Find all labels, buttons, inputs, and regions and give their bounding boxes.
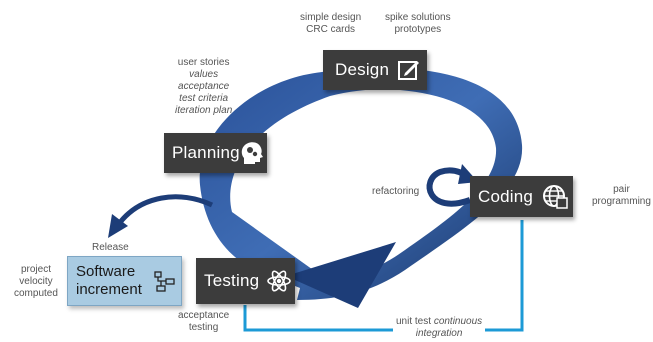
- note-user-stories: user stories: [177, 57, 230, 68]
- velocity-notes: project velocity computed: [14, 264, 58, 300]
- atom-icon: [266, 268, 292, 299]
- note-acceptance-testing-2: testing: [188, 322, 219, 333]
- head-gears-icon: [240, 140, 264, 171]
- unit-test-notes: unit test continuous integration: [393, 316, 486, 340]
- integration-line: [243, 220, 524, 332]
- note-pair: pair: [613, 184, 630, 195]
- testing-label: Testing: [204, 271, 260, 290]
- increment-line-1: Software: [76, 263, 136, 280]
- planning-notes: user stories values acceptance test crit…: [175, 57, 232, 117]
- note-iteration-plan: iteration plan: [175, 105, 233, 116]
- note-integration: integration: [415, 328, 463, 339]
- planning-label: Planning: [172, 143, 240, 162]
- release-arrowhead: [108, 214, 128, 238]
- note-computed: computed: [14, 288, 58, 299]
- design-box: Design: [323, 50, 427, 90]
- pair-programming-notes: pair programming: [592, 184, 651, 208]
- note-unit-test: unit test: [396, 316, 434, 327]
- note-velocity: velocity: [19, 276, 53, 287]
- note-simple-design: simple design: [300, 12, 362, 23]
- cycle-arrowhead: [286, 242, 396, 308]
- software-increment-label: Software increment: [76, 263, 142, 299]
- note-values: values: [189, 69, 219, 80]
- release-arrow: [115, 194, 214, 227]
- globe-code-icon: [542, 183, 568, 214]
- design-notes-right: spike solutions prototypes: [385, 12, 451, 36]
- note-project: project: [20, 264, 51, 275]
- note-spike-solutions: spike solutions: [385, 12, 451, 23]
- note-refactoring: refactoring: [372, 186, 420, 197]
- acceptance-testing-notes: acceptance testing: [178, 310, 229, 334]
- note-acceptance-testing-1: acceptance: [178, 310, 230, 321]
- software-increment-box: Software increment: [67, 256, 182, 306]
- design-label: Design: [335, 60, 390, 79]
- cycle-arrow-ring: [199, 67, 523, 300]
- increment-line-2: increment: [76, 281, 142, 298]
- note-prototypes: prototypes: [394, 24, 442, 35]
- note-crc-cards: CRC cards: [306, 24, 356, 35]
- coding-label: Coding: [478, 186, 534, 206]
- note-test-criteria: test criteria: [179, 93, 229, 104]
- note-programming: programming: [592, 196, 651, 207]
- planning-box: Planning: [164, 133, 267, 173]
- note-acceptance: acceptance: [178, 81, 230, 92]
- design-notes-left: simple design CRC cards: [300, 12, 361, 36]
- note-release: Release: [92, 242, 129, 253]
- note-continuous: continuous: [433, 316, 483, 327]
- coding-box: Coding: [470, 176, 573, 217]
- note-unit-test-line1: unit test continuous: [396, 316, 482, 328]
- testing-box: Testing: [196, 258, 295, 304]
- pencil-edit-icon: [397, 58, 421, 87]
- flowchart-icon: [154, 271, 176, 298]
